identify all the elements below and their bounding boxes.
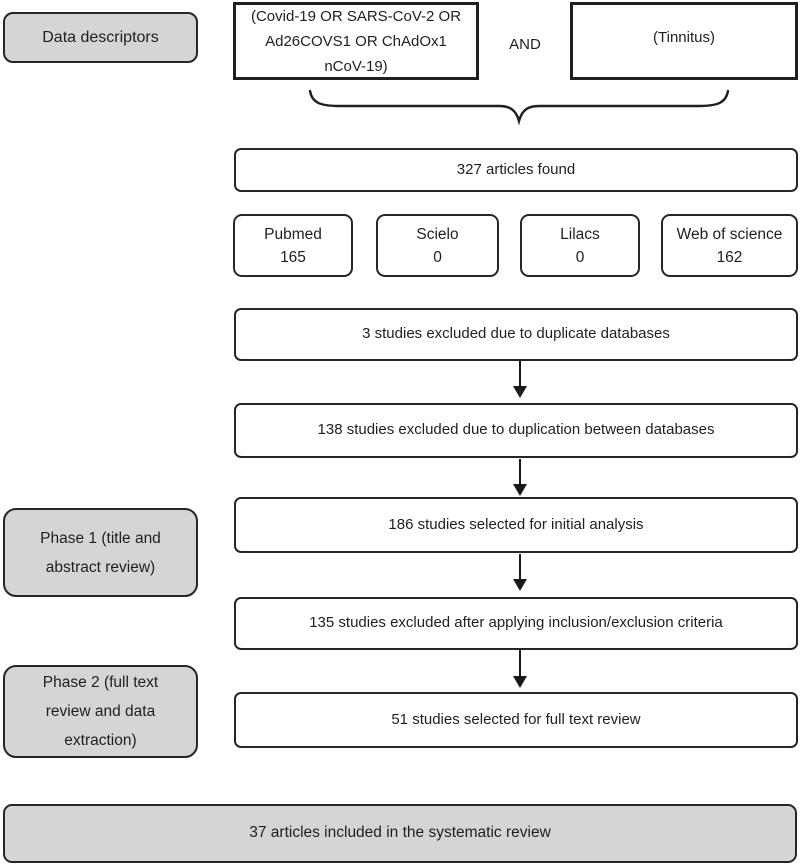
phase1-box: Phase 1 (title and abstract review): [3, 508, 198, 597]
included-articles-text: 37 articles included in the systematic r…: [249, 824, 551, 842]
phase1-label: Phase 1 (title and abstract review): [40, 529, 161, 576]
phase2-box: Phase 2 (full text review and data extra…: [3, 665, 198, 758]
covid-query-box: (Covid-19 OR SARS-CoV-2 OR Ad26COVS1 OR …: [233, 2, 479, 80]
tinnitus-query-text: (Tinnitus): [653, 28, 715, 46]
arrow-head-icon: [513, 676, 527, 688]
excluded-duplicate-databases-box: 3 studies excluded due to duplicate data…: [234, 308, 798, 361]
flow-step-text: 51 studies selected for full text review: [391, 710, 641, 728]
data-descriptors-label: Data descriptors: [42, 28, 159, 46]
database-box-pubmed: Pubmed 165: [233, 214, 353, 277]
database-name: Lilacs: [560, 225, 600, 243]
database-count: 0: [575, 248, 585, 266]
flow-arrow: [513, 650, 527, 688]
database-name: Pubmed: [264, 225, 322, 243]
arrow-head-icon: [513, 579, 527, 591]
flow-arrow: [513, 554, 527, 591]
selected-initial-analysis-box: 186 studies selected for initial analysi…: [234, 497, 798, 553]
database-count: 162: [716, 248, 743, 266]
covid-query-text: (Covid-19 OR SARS-CoV-2 OR Ad26COVS1 OR …: [250, 7, 462, 75]
arrow-line: [519, 361, 521, 386]
arrow-line: [519, 554, 521, 579]
flow-arrow: [513, 459, 527, 496]
articles-found-text: 327 articles found: [456, 160, 576, 178]
database-box-lilacs: Lilacs 0: [520, 214, 640, 277]
flow-step-text: 3 studies excluded due to duplicate data…: [362, 325, 670, 343]
included-articles-box: 37 articles included in the systematic r…: [3, 804, 797, 863]
database-box-scielo: Scielo 0: [376, 214, 499, 277]
database-count: 0: [433, 248, 442, 266]
arrow-head-icon: [513, 484, 527, 496]
excluded-criteria-box: 135 studies excluded after applying incl…: [234, 597, 798, 650]
database-name: Scielo: [416, 225, 459, 243]
excluded-duplication-between-databases-box: 138 studies excluded due to duplication …: [234, 403, 798, 458]
and-operator-text: AND: [509, 35, 541, 53]
flow-step-text: 138 studies excluded due to duplication …: [317, 421, 715, 439]
database-count: 165: [280, 248, 306, 266]
flow-step-text: 135 studies excluded after applying incl…: [309, 614, 723, 632]
tinnitus-query-box: (Tinnitus): [570, 2, 798, 80]
selected-full-text-box: 51 studies selected for full text review: [234, 692, 798, 748]
grouping-brace: [308, 89, 730, 126]
arrow-head-icon: [513, 386, 527, 398]
and-operator: AND: [495, 30, 555, 58]
data-descriptors-box: Data descriptors: [3, 12, 198, 63]
database-box-web-of-science: Web of science 162: [661, 214, 798, 277]
articles-found-box: 327 articles found: [234, 148, 798, 192]
flow-arrow: [513, 361, 527, 398]
database-name: Web of science: [676, 225, 783, 243]
arrow-line: [519, 459, 521, 484]
flow-step-text: 186 studies selected for initial analysi…: [388, 515, 644, 533]
arrow-line: [519, 650, 521, 676]
phase2-label: Phase 2 (full text review and data extra…: [42, 674, 159, 749]
